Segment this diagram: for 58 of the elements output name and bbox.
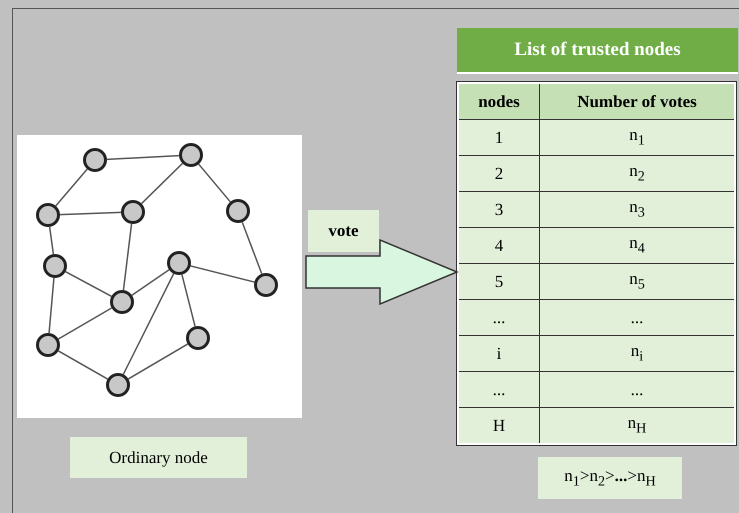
connector-line	[141, 162, 183, 204]
circle-node	[226, 199, 250, 223]
text-box	[70, 437, 247, 478]
table-title: List of trusted nodes	[514, 39, 681, 61]
circle-node	[36, 203, 60, 227]
circle-node	[83, 148, 107, 172]
table-cell-text: 3	[494, 200, 504, 220]
trusted-nodes-table-panel	[457, 28, 738, 444]
circle-node	[121, 200, 145, 224]
network-panel	[17, 135, 302, 418]
connector-line	[198, 164, 231, 202]
circle-node	[254, 273, 278, 297]
connector-line	[65, 271, 112, 297]
table-cell-text: ...	[492, 308, 506, 328]
column-header: nodes	[478, 92, 520, 112]
table-cell-text: 5	[494, 272, 504, 292]
table-cell-text: 1	[494, 128, 504, 148]
block-arrow	[305, 238, 459, 306]
connector-line	[122, 273, 174, 375]
table-cell-text: n$_{1}$	[629, 125, 645, 150]
connector-line	[106, 154, 180, 160]
box-text: Ordinary node	[109, 448, 208, 468]
connector-line	[242, 222, 262, 274]
connector-line	[122, 224, 132, 290]
connector-line	[60, 212, 122, 216]
table-cell-text: H	[492, 416, 506, 436]
connector-line	[55, 168, 88, 206]
connector-line	[190, 265, 255, 283]
table-cell-text: n$_{i}$	[630, 341, 644, 366]
table-cell-text: n$_{H}$	[628, 413, 646, 438]
circle-node	[43, 254, 67, 278]
connector-line	[128, 343, 188, 380]
connector-line	[48, 226, 54, 254]
table-cell-text: ...	[630, 380, 644, 400]
table-cell-text: i	[496, 344, 502, 364]
connector-line	[58, 350, 108, 380]
table-cell-text: 4	[494, 236, 504, 256]
table-cell-text: ...	[630, 308, 644, 328]
connector-line	[181, 274, 196, 327]
table-cell-text: n$_{4}$	[629, 233, 645, 258]
table-cell-text: n$_{5}$	[629, 269, 645, 294]
connector-line	[131, 269, 170, 296]
circle-node	[179, 143, 203, 167]
circle-node	[106, 373, 130, 397]
circle-node	[186, 326, 210, 350]
circle-node	[167, 251, 191, 275]
connector-line	[48, 278, 55, 334]
table-cell-text: n$_{2}$	[629, 161, 645, 186]
circle-node	[110, 290, 134, 314]
text-box	[538, 457, 682, 499]
table-cell-text: 2	[494, 164, 504, 184]
connector-line	[58, 307, 112, 340]
box-text: n$_{1}$>n$_{2}$>...>n$_{H}$	[564, 466, 656, 490]
table-cell-text: n$_{3}$	[629, 197, 645, 222]
edge-label: vote	[308, 210, 379, 252]
column-header: Number of votes	[577, 92, 697, 112]
circle-node	[36, 333, 60, 357]
table-cell-text: ...	[492, 380, 506, 400]
